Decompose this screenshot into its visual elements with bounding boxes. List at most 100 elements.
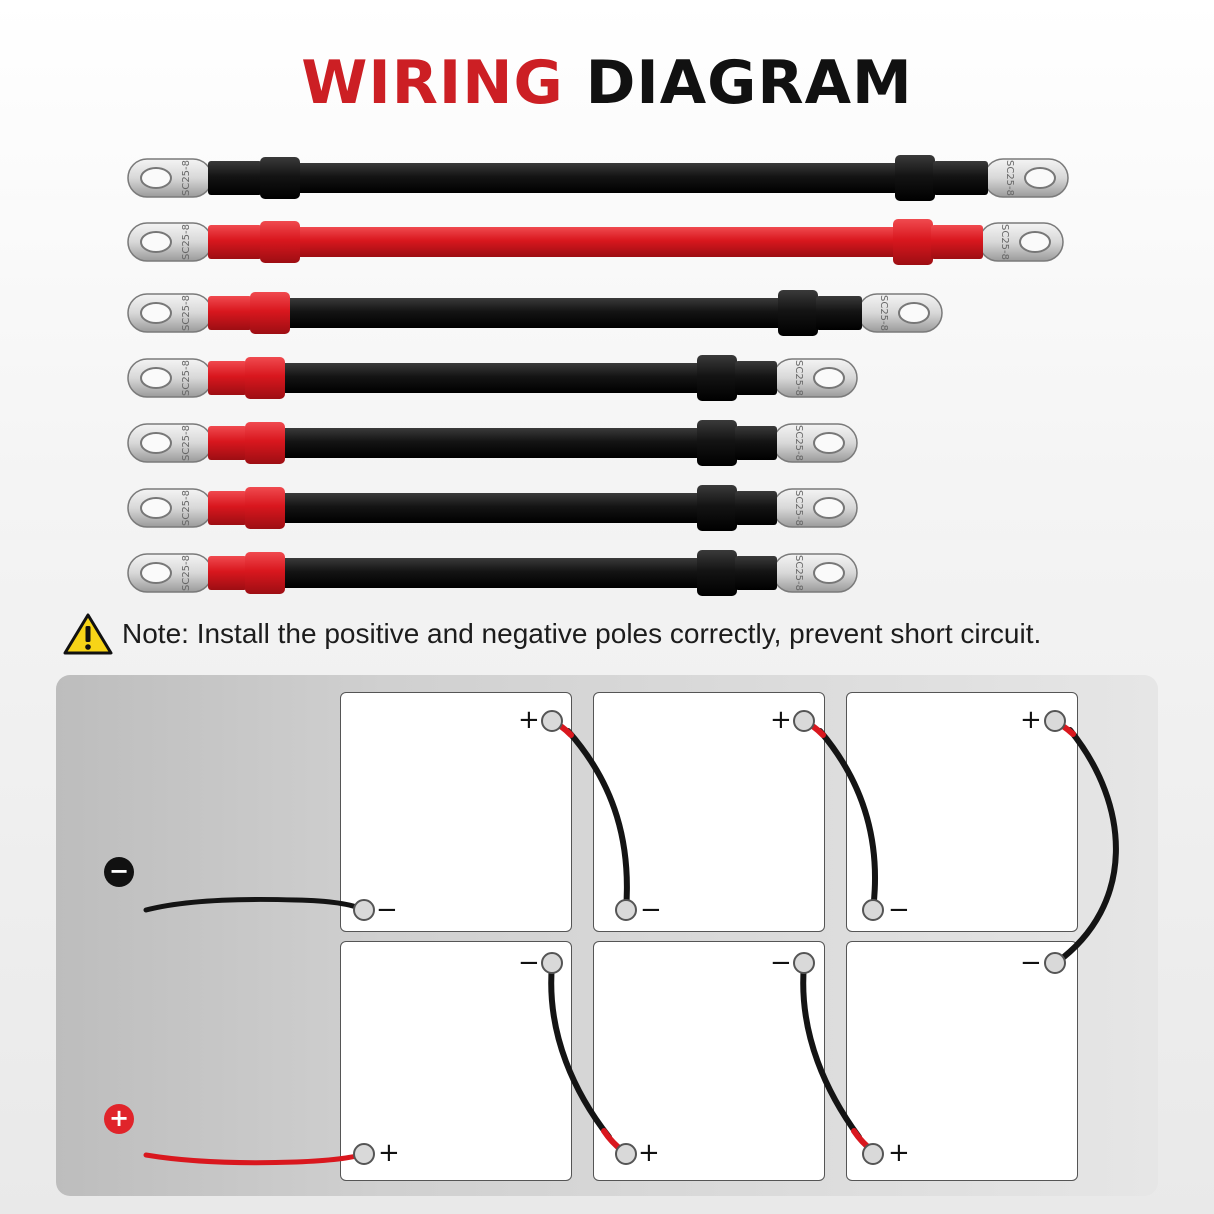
terminal-post bbox=[793, 710, 815, 732]
left-heat-shrink-sleeve bbox=[208, 491, 247, 525]
right-heat-shrink-sleeve bbox=[735, 361, 777, 395]
series-wire-3 bbox=[1053, 727, 1119, 966]
left-sleeve-collar bbox=[245, 357, 285, 399]
cable-7: SC25-8 SC25-8 bbox=[127, 550, 858, 596]
left-ring-terminal: SC25-8 bbox=[127, 222, 213, 262]
cable-jacket bbox=[281, 493, 701, 523]
lug-stamp: SC25-8 bbox=[181, 490, 192, 526]
lug-stamp: SC25-8 bbox=[793, 490, 804, 526]
right-heat-shrink-sleeve bbox=[816, 296, 862, 330]
right-ring-terminal: SC25-8 bbox=[772, 423, 858, 463]
lug-stamp: SC25-8 bbox=[181, 555, 192, 591]
battery-bottom-1 bbox=[340, 941, 572, 1181]
cable-1: SC25-8 SC25-8 bbox=[127, 155, 1069, 201]
terminal-sign-minus: − bbox=[1020, 948, 1042, 978]
main-negative-lead bbox=[143, 896, 367, 913]
right-heat-shrink-sleeve bbox=[735, 491, 777, 525]
lug-stamp: SC25-8 bbox=[999, 224, 1010, 260]
lug-stamp: SC25-8 bbox=[181, 224, 192, 260]
left-ring-terminal: SC25-8 bbox=[127, 488, 213, 528]
right-ring-terminal: SC25-8 bbox=[772, 488, 858, 528]
page-title: WIRING DIAGRAM bbox=[0, 48, 1214, 118]
title-diagram: DIAGRAM bbox=[585, 48, 913, 118]
terminal-sign-plus: + bbox=[888, 1138, 910, 1168]
lug-stamp: SC25-8 bbox=[181, 425, 192, 461]
left-sleeve-collar bbox=[260, 221, 300, 263]
terminal-sign-plus: + bbox=[378, 1138, 400, 1168]
left-ring-terminal: SC25-8 bbox=[127, 293, 213, 333]
battery-bottom-2 bbox=[593, 941, 825, 1181]
terminal-sign-minus: − bbox=[376, 895, 398, 925]
right-ring-terminal: SC25-8 bbox=[978, 222, 1064, 262]
connection-diagram-panel: − + + − + − + − − + − + − + bbox=[56, 675, 1158, 1196]
terminal-post bbox=[615, 899, 637, 921]
right-sleeve-collar bbox=[697, 355, 737, 401]
cable-6: SC25-8 SC25-8 bbox=[127, 485, 858, 531]
cable-jacket bbox=[281, 428, 701, 458]
right-ring-terminal: SC25-8 bbox=[857, 293, 943, 333]
lug-stamp: SC25-8 bbox=[793, 360, 804, 396]
right-sleeve-collar bbox=[778, 290, 818, 336]
left-heat-shrink-sleeve bbox=[208, 426, 247, 460]
cable-jacket bbox=[296, 163, 899, 193]
terminal-sign-plus: + bbox=[770, 705, 792, 735]
left-ring-terminal: SC25-8 bbox=[127, 423, 213, 463]
lug-stamp: SC25-8 bbox=[793, 555, 804, 591]
cable-jacket bbox=[286, 298, 782, 328]
right-ring-terminal: SC25-8 bbox=[983, 158, 1069, 198]
title-wiring: WIRING bbox=[301, 48, 564, 118]
terminal-post bbox=[541, 710, 563, 732]
right-sleeve-collar bbox=[697, 420, 737, 466]
positive-pole-badge: + bbox=[104, 1104, 134, 1134]
left-heat-shrink-sleeve bbox=[208, 556, 247, 590]
left-ring-terminal: SC25-8 bbox=[127, 553, 213, 593]
terminal-post bbox=[353, 1143, 375, 1165]
cable-jacket bbox=[281, 363, 701, 393]
lug-stamp: SC25-8 bbox=[181, 160, 192, 196]
terminal-sign-plus: + bbox=[1020, 705, 1042, 735]
terminal-post bbox=[615, 1143, 637, 1165]
cable-5: SC25-8 SC25-8 bbox=[127, 420, 858, 466]
lug-stamp: SC25-8 bbox=[181, 295, 192, 331]
left-sleeve-collar bbox=[245, 422, 285, 464]
cable-2: SC25-8 SC25-8 bbox=[127, 219, 1064, 265]
left-ring-terminal: SC25-8 bbox=[127, 358, 213, 398]
right-sleeve-collar bbox=[697, 550, 737, 596]
series-wire-5 bbox=[800, 962, 862, 1140]
left-heat-shrink-sleeve bbox=[208, 225, 262, 259]
left-heat-shrink-sleeve bbox=[208, 161, 262, 195]
cable-3: SC25-8 SC25-8 bbox=[127, 290, 943, 336]
right-ring-terminal: SC25-8 bbox=[772, 358, 858, 398]
terminal-post bbox=[353, 899, 375, 921]
right-sleeve-collar bbox=[895, 155, 935, 201]
left-heat-shrink-sleeve bbox=[208, 296, 252, 330]
battery-top-2 bbox=[593, 692, 825, 932]
left-sleeve-collar bbox=[245, 552, 285, 594]
terminal-post bbox=[862, 1143, 884, 1165]
terminal-sign-minus: − bbox=[640, 895, 662, 925]
terminal-sign-minus: − bbox=[518, 948, 540, 978]
right-heat-shrink-sleeve bbox=[735, 426, 777, 460]
wiring-lines bbox=[143, 710, 1119, 1166]
battery-top-3 bbox=[846, 692, 1078, 932]
series-wire-1 bbox=[565, 728, 630, 913]
warning-triangle-icon bbox=[63, 613, 113, 655]
safety-note: Note: Install the positive and negative … bbox=[62, 612, 1041, 656]
left-ring-terminal: SC25-8 bbox=[127, 158, 213, 198]
terminal-sign-minus: − bbox=[770, 948, 792, 978]
lug-stamp: SC25-8 bbox=[181, 360, 192, 396]
left-sleeve-collar bbox=[250, 292, 290, 334]
lug-stamp: SC25-8 bbox=[793, 425, 804, 461]
battery-bottom-3 bbox=[846, 941, 1078, 1181]
terminal-post bbox=[541, 952, 563, 974]
main-positive-lead bbox=[143, 1151, 367, 1166]
right-heat-shrink-sleeve bbox=[933, 161, 988, 195]
series-wire-2 bbox=[817, 728, 878, 913]
right-sleeve-collar bbox=[893, 219, 933, 265]
cable-jacket bbox=[296, 227, 897, 257]
right-sleeve-collar bbox=[697, 485, 737, 531]
right-ring-terminal: SC25-8 bbox=[772, 553, 858, 593]
lug-stamp: SC25-8 bbox=[1004, 160, 1015, 196]
battery-top-1 bbox=[340, 692, 572, 932]
